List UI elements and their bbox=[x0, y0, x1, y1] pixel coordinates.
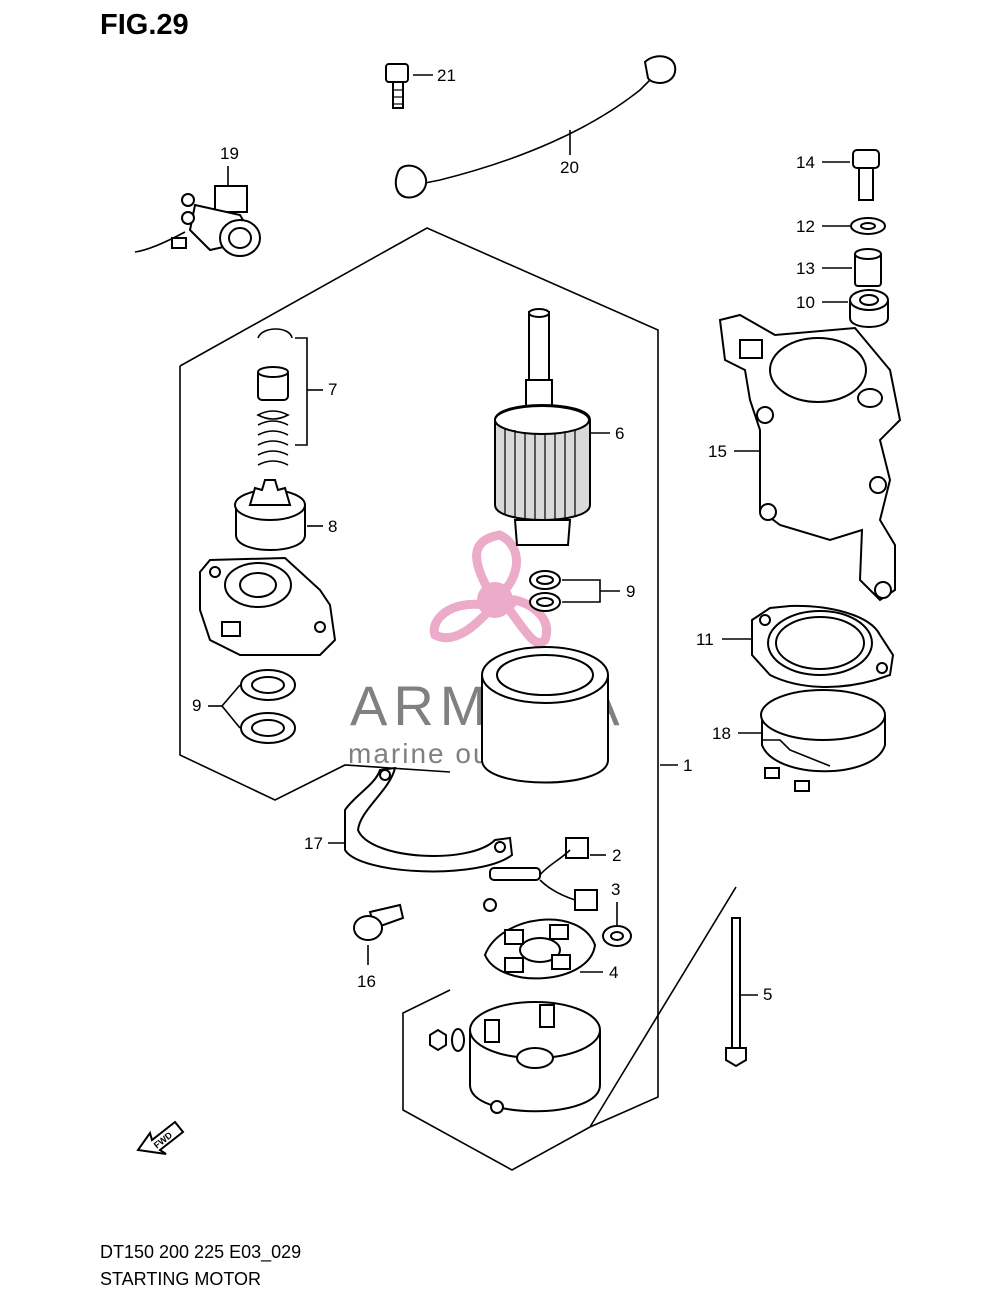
part-4-brush-holder bbox=[483, 898, 603, 980]
part-15-mount-bracket bbox=[718, 313, 902, 602]
part-16-bolt bbox=[353, 903, 405, 965]
part-10-grommet bbox=[822, 289, 889, 328]
part-12-washer bbox=[822, 217, 886, 235]
yoke bbox=[481, 646, 609, 784]
part-5-through-bolt bbox=[589, 886, 758, 1128]
callout-4: 4 bbox=[609, 963, 618, 982]
callout-19: 19 bbox=[220, 144, 239, 163]
part-3-bearing bbox=[602, 902, 632, 947]
callout-16: 16 bbox=[357, 972, 376, 991]
callout-2: 2 bbox=[612, 846, 621, 865]
model-code: DT150 200 225 E03_029 bbox=[100, 1242, 301, 1263]
part-17-strap bbox=[328, 766, 514, 873]
part-11-ring-plate bbox=[722, 604, 895, 688]
callout-9-right: 9 bbox=[626, 582, 635, 601]
callout-7: 7 bbox=[328, 380, 337, 399]
callout-3: 3 bbox=[611, 880, 620, 899]
callout-18: 18 bbox=[712, 724, 731, 743]
fwd-arrow-icon: FWD bbox=[136, 1120, 185, 1155]
callout-5: 5 bbox=[763, 985, 772, 1004]
part-6-armature bbox=[494, 308, 610, 546]
part-13-sleeve bbox=[822, 248, 882, 287]
propeller-icon bbox=[429, 530, 551, 648]
callout-17: 17 bbox=[304, 834, 323, 853]
figure-title: FIG.29 bbox=[100, 9, 189, 41]
callout-6: 6 bbox=[615, 424, 624, 443]
callout-10: 10 bbox=[796, 293, 815, 312]
callout-11: 11 bbox=[696, 630, 714, 649]
callout-21: 21 bbox=[437, 66, 456, 85]
part-20-cable bbox=[394, 55, 677, 199]
part-8-pinion bbox=[234, 479, 323, 551]
part-14-screw bbox=[822, 149, 880, 201]
part-18-band bbox=[738, 689, 886, 792]
callout-15: 15 bbox=[708, 442, 727, 461]
part-19-solenoid bbox=[134, 166, 261, 257]
callout-9-left: 9 bbox=[192, 696, 201, 715]
callout-20: 20 bbox=[560, 158, 579, 177]
figure-caption: STARTING MOTOR bbox=[100, 1269, 261, 1289]
callout-1: 1 bbox=[683, 756, 692, 775]
callout-8: 8 bbox=[328, 517, 337, 536]
part-21-bolt bbox=[385, 63, 433, 109]
part-9-washers-left bbox=[208, 669, 296, 744]
part-9-washers-right bbox=[529, 570, 620, 612]
rear-bracket bbox=[429, 1001, 601, 1114]
callout-12: 12 bbox=[796, 217, 815, 236]
part-2-brushes bbox=[489, 837, 606, 911]
callout-14: 14 bbox=[796, 153, 815, 172]
part-7-spring-set bbox=[256, 328, 323, 466]
front-bracket bbox=[199, 556, 337, 656]
callout-13: 13 bbox=[796, 259, 815, 278]
